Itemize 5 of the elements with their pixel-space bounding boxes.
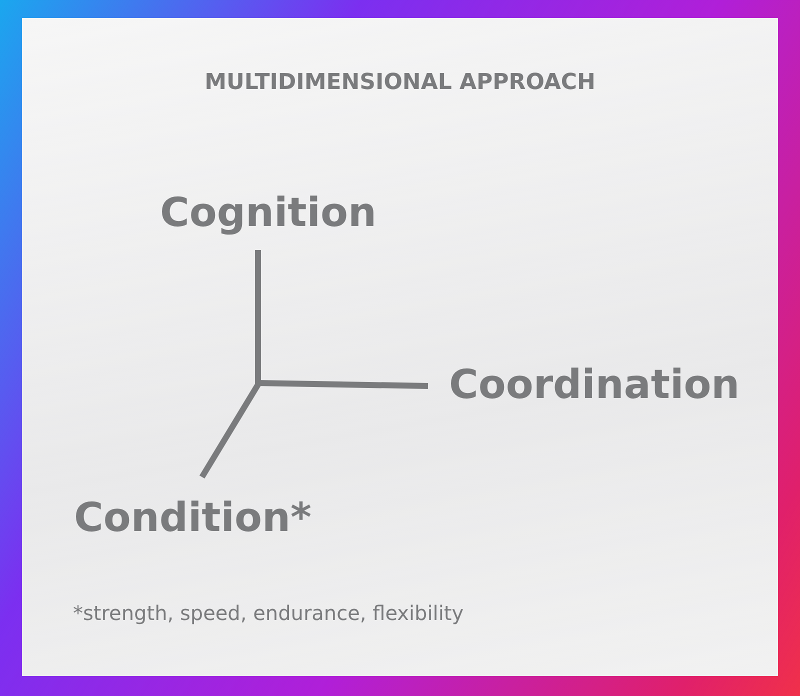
axis-label: Coordination (449, 362, 740, 408)
title: MULTIDIMENSIONAL APPROACH (204, 70, 596, 95)
footnote: *strength, speed, endurance, flexibility (73, 601, 464, 625)
axis-label: Condition* (74, 495, 312, 541)
axis-label: Cognition (160, 190, 376, 236)
